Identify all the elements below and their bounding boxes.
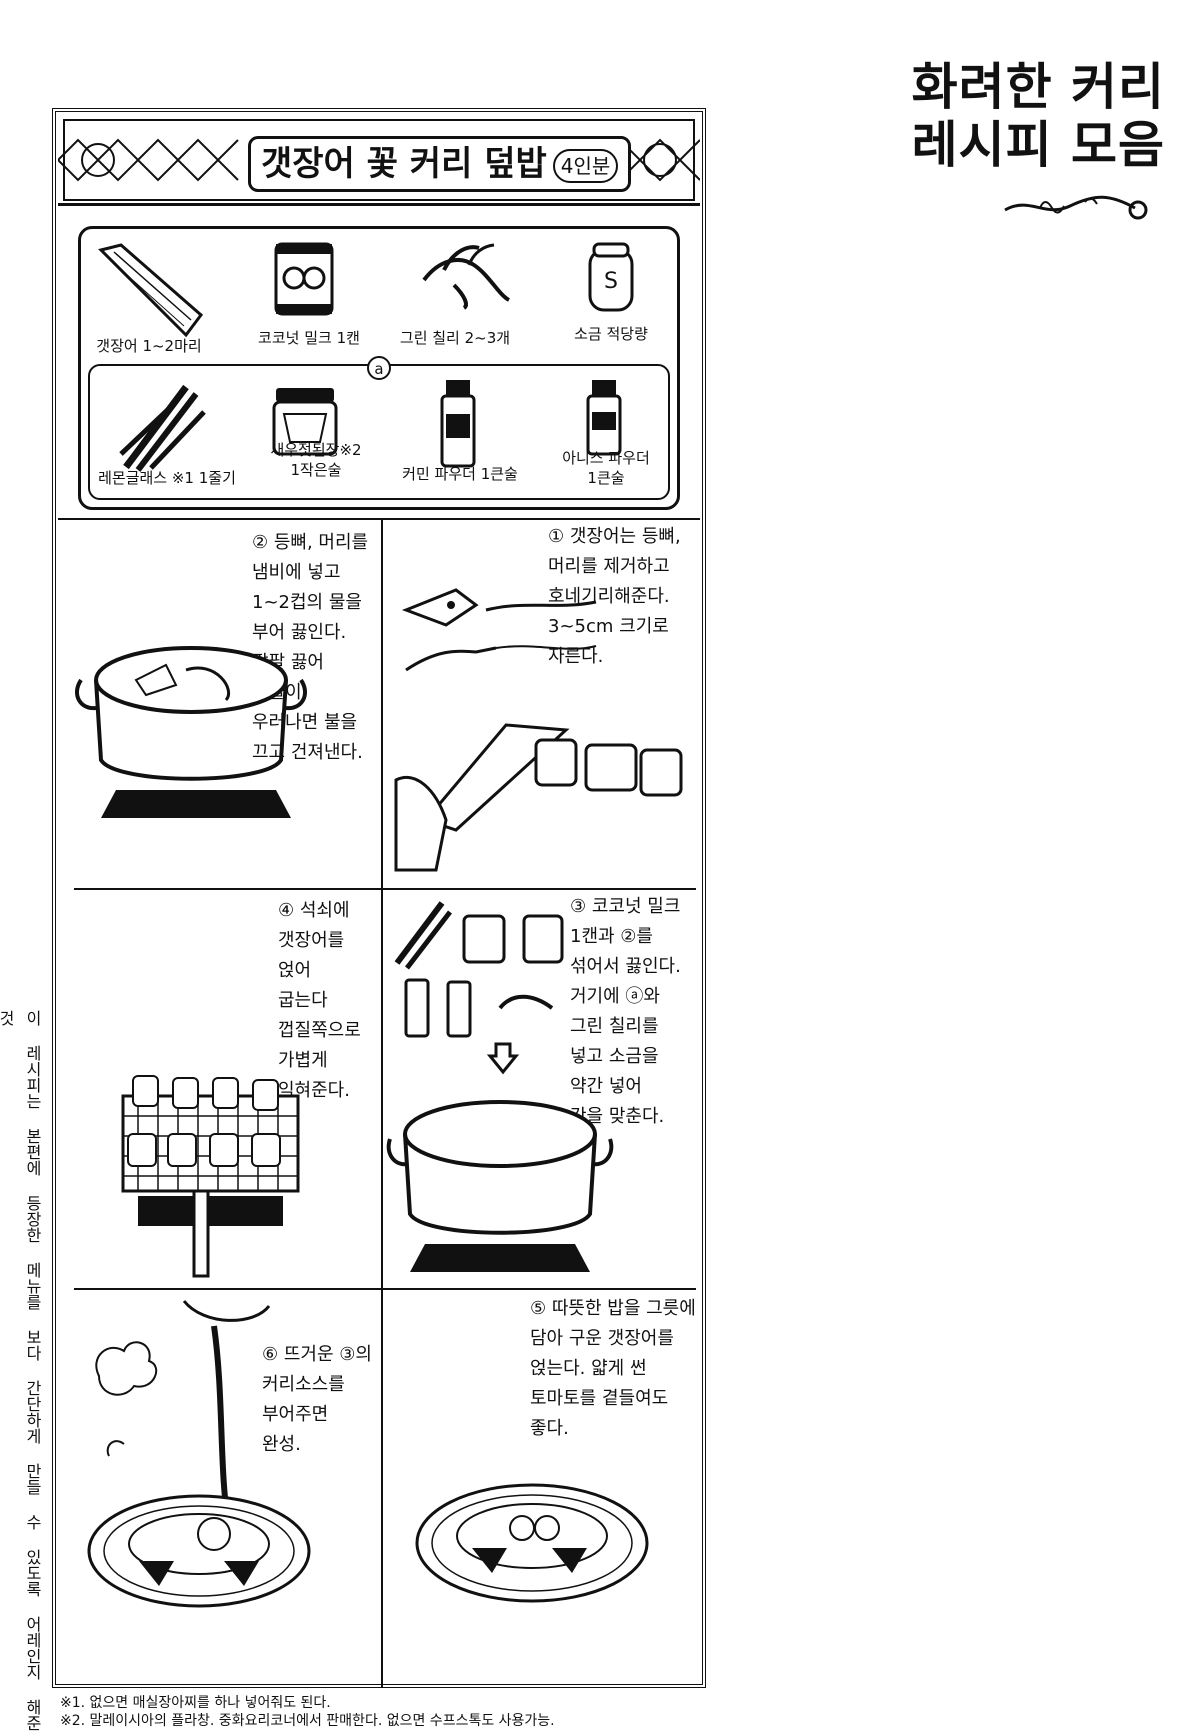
panel-divider-vertical — [381, 518, 383, 1688]
ingredient-anise: 아니스 파우더 1큰술 — [562, 449, 650, 487]
anise-bottle-icon — [586, 380, 622, 456]
ingredient-cumin: 커민 파우더 1큰술 — [402, 465, 518, 483]
series-title: 화려한 커리 레시피 모음 — [905, 58, 1165, 174]
side-note: 이 레시피는 본편에 등장한 메뉴를 보다 간단하게 만들 수 있도록 어레인지… — [0, 1010, 42, 1731]
step-2-text: ② 등뼈, 머리를 냄비에 넣고 1~2컵의 물을 부어 끓인다. 팔팔 끓어 … — [252, 532, 369, 763]
footnote-1: ※1. 없으면 매실장아찌를 하나 넣어줘도 된다. — [60, 1695, 331, 1711]
coconut-milk-can-icon — [274, 242, 334, 316]
svg-text:S: S — [604, 269, 618, 294]
ingredient-eel: 갯장어 1~2마리 — [96, 337, 202, 355]
step-1-text: ① 갯장어는 등뼈, 머리를 제거하고 호네기리해준다. 3~5cm 크기로 자… — [548, 526, 681, 667]
ingredient-salt: 소금 적당량 — [574, 325, 648, 343]
step-3-ingredients-illustration — [394, 901, 564, 1038]
panel-divider — [74, 1288, 696, 1290]
group-a-marker: a — [367, 356, 391, 380]
eel-cutting-illustration — [394, 588, 683, 872]
lemongrass-icon — [119, 384, 206, 472]
grill-illustration — [121, 1075, 300, 1278]
panel-divider — [58, 518, 700, 520]
step-4-text: ④ 석쇠에 갯장어를 얹어 굽는다 껍질쪽으로 가볍게 익혀준다. — [278, 900, 361, 1101]
series-title-line2: 레시피 모음 — [911, 115, 1165, 174]
servings-badge: 4인분 — [552, 148, 619, 183]
ingredients-box — [78, 226, 680, 510]
ingredient-shrimp-paste: 새우젓된장※2 1작은술 — [270, 441, 362, 479]
pouring-curry-illustration — [87, 1300, 311, 1608]
ingredient-lemongrass: 레몬글래스 ※1 1줄기 — [98, 469, 236, 487]
salt-shaker-icon: S — [588, 242, 634, 312]
recipe-frame — [52, 108, 706, 1688]
ingredient-green-chili: 그린 칠리 2~3개 — [399, 329, 511, 347]
pot-on-stove-illustration — [75, 646, 307, 818]
arrow-down-icon — [486, 1042, 520, 1075]
step-5-text: ⑤ 따뜻한 밥을 그릇에 담아 구운 갯장어를 얹는다. 얇게 썬 토마토를 곁… — [530, 1298, 696, 1439]
cumin-bottle-icon — [440, 380, 476, 468]
recipe-title-text: 갯장어 꽃 커리 덮밥 — [261, 144, 547, 184]
curry-pot-illustration — [386, 1100, 614, 1272]
shrimp-paste-jar-icon — [272, 388, 338, 456]
green-chili-icon — [422, 243, 511, 310]
series-title-line1: 화려한 커리 — [911, 57, 1165, 116]
flourish-ornament-icon — [1004, 195, 1148, 220]
rice-plate-illustration — [415, 1483, 649, 1603]
footnote-2: ※2. 말레이시아의 플라창. 중화요리코너에서 판매한다. 없으면 수프스톡도… — [60, 1713, 555, 1729]
ingredient-coconut-milk: 코코넛 밀크 1캔 — [258, 329, 360, 347]
eel-fillet-icon — [98, 243, 204, 338]
panel-divider — [74, 888, 696, 890]
step-6-text: ⑥ 뜨거운 ③의 커리소스를 부어주면 완성. — [262, 1344, 372, 1455]
